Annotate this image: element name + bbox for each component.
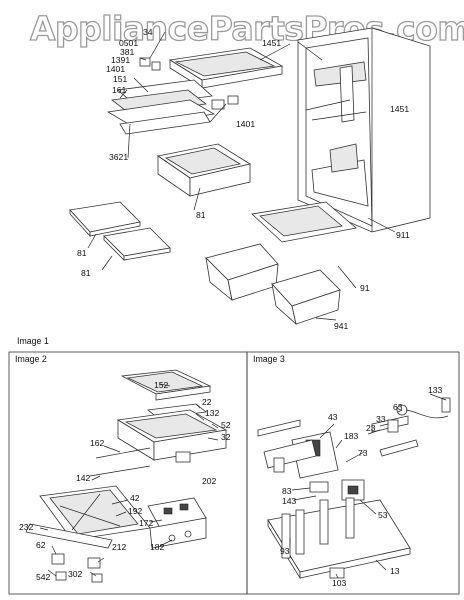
- label-62: 62: [36, 540, 46, 550]
- label-103: 103: [332, 578, 347, 588]
- label-42: 42: [130, 493, 140, 503]
- label-381: 381: [120, 47, 135, 57]
- label-143: 143: [282, 496, 297, 506]
- image2-illustration: [25, 369, 228, 583]
- label-81-a: 81: [196, 210, 206, 220]
- label-32: 32: [221, 432, 231, 442]
- label-202: 202: [202, 476, 217, 486]
- label-151: 151: [113, 74, 128, 84]
- label-1401-a: 1401: [106, 64, 125, 74]
- label-52: 52: [221, 420, 231, 430]
- label-161: 161: [112, 85, 127, 95]
- label-23: 23: [366, 423, 376, 433]
- label-33: 33: [376, 414, 386, 424]
- label-183: 183: [344, 431, 359, 441]
- label-22: 22: [202, 397, 212, 407]
- caption-image-1: Image 1: [17, 336, 49, 346]
- image3-frame: [246, 351, 460, 595]
- label-34: 34: [143, 27, 153, 37]
- label-1451-a: 1451: [262, 38, 281, 48]
- label-43: 43: [328, 412, 338, 422]
- label-1391: 1391: [111, 55, 130, 65]
- label-0501: 0501: [119, 38, 138, 48]
- label-152: 152: [154, 380, 169, 390]
- label-232: 232: [19, 522, 34, 532]
- label-63: 63: [393, 402, 403, 412]
- label-91: 91: [360, 283, 370, 293]
- label-132: 132: [205, 408, 220, 418]
- caption-image-3: Image 3: [253, 354, 285, 364]
- image2-labels: 152 22 132 52 32 162 202 142 42 192 232 …: [19, 380, 231, 582]
- label-73: 73: [358, 448, 368, 458]
- label-81-c: 81: [81, 268, 91, 278]
- label-81-b: 81: [77, 248, 87, 258]
- label-542: 542: [36, 572, 51, 582]
- label-172: 172: [139, 518, 154, 528]
- image1-illustration: [69, 27, 431, 326]
- label-53: 53: [378, 510, 388, 520]
- label-162: 162: [90, 438, 105, 448]
- label-83: 83: [282, 486, 292, 496]
- label-142: 142: [76, 473, 91, 483]
- caption-image-2: Image 2: [15, 354, 47, 364]
- watermark: AppliancePartsPros.com: [30, 9, 464, 48]
- image2-frame: [8, 351, 248, 595]
- label-1451-b: 1451: [390, 104, 409, 114]
- label-911: 911: [396, 230, 410, 240]
- image3-labels: 133 63 43 33 23 183 73 83 143 53 93 103 …: [280, 385, 443, 588]
- label-13: 13: [390, 566, 400, 576]
- label-302: 302: [68, 569, 83, 579]
- label-133: 133: [428, 385, 443, 395]
- label-1401-b: 1401: [236, 119, 255, 129]
- image3-illustration: [257, 393, 451, 580]
- label-941: 941: [334, 321, 349, 331]
- label-192: 192: [128, 506, 143, 516]
- label-93: 93: [280, 546, 290, 556]
- label-182: 182: [150, 542, 165, 552]
- label-212: 212: [112, 542, 127, 552]
- image1-labels: 1451 34 0501 381 1391 1401 151 161 1401 …: [77, 27, 410, 331]
- label-3621: 3621: [109, 152, 128, 162]
